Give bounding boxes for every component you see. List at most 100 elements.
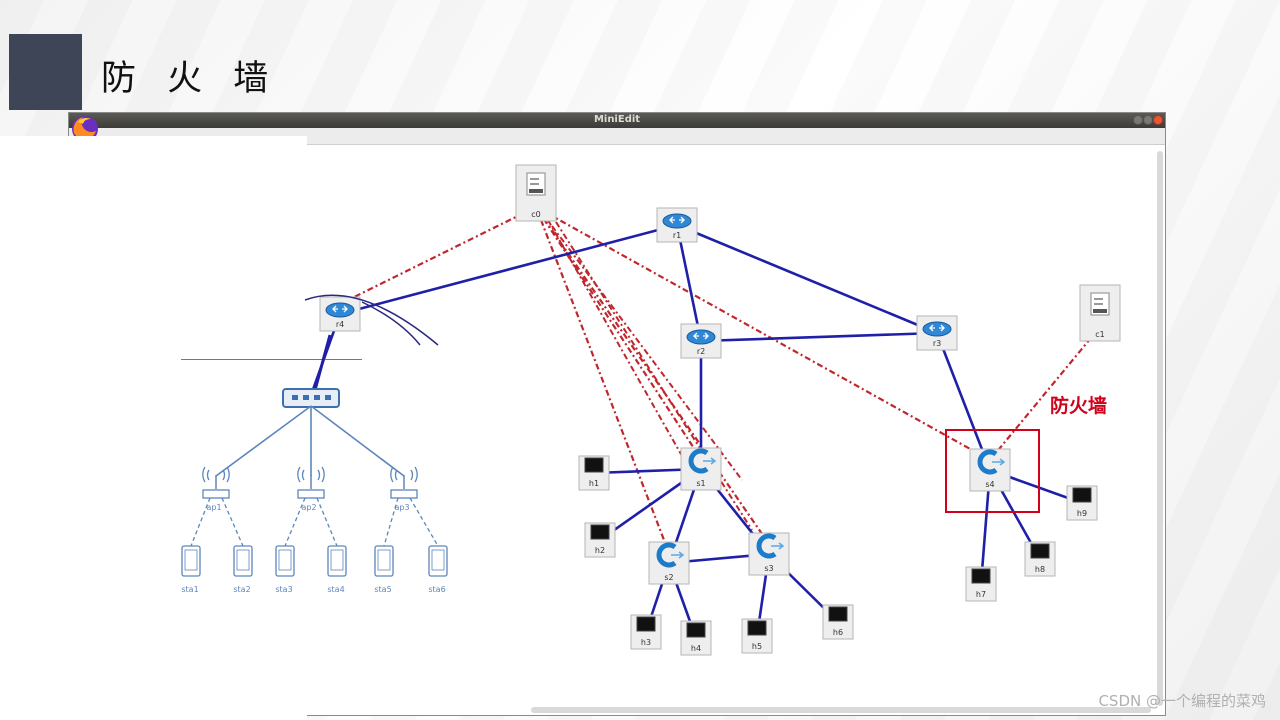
horizontal-scrollbar[interactable]: [531, 707, 1151, 713]
node-label: h6: [833, 628, 843, 637]
link-r4-r1[interactable]: [339, 223, 678, 316]
minimize-icon[interactable]: [1133, 115, 1143, 125]
window-titlebar[interactable]: MiniEdit: [69, 113, 1165, 128]
node-c1[interactable]: c1: [1079, 284, 1121, 342]
station-link: [409, 497, 439, 547]
node-label: r2: [697, 347, 705, 356]
radio-arc: [304, 294, 439, 346]
station-link: [316, 497, 338, 547]
node-h6[interactable]: h6: [822, 604, 854, 640]
vertical-scrollbar[interactable]: [1157, 151, 1163, 706]
ap-label: ap3: [394, 503, 409, 512]
node-s2[interactable]: s2: [648, 541, 690, 585]
access-point-ap1[interactable]: ap1: [202, 466, 230, 512]
control-link-c1-s4[interactable]: [989, 326, 1101, 461]
station-link: [383, 497, 399, 547]
node-label: h9: [1077, 509, 1087, 518]
title-accent-block: [9, 34, 82, 110]
station-label: sta3: [275, 585, 292, 594]
node-r1[interactable]: r1: [656, 207, 698, 243]
node-label: h5: [752, 642, 762, 651]
node-label: h4: [691, 644, 701, 653]
node-label: h7: [976, 590, 986, 599]
router-icon: [686, 329, 716, 345]
menu-bar: [69, 128, 1165, 145]
terminal-icon: [590, 524, 610, 540]
phone-icon: [233, 545, 253, 577]
terminal-icon: [828, 606, 848, 622]
node-h8[interactable]: h8: [1024, 541, 1056, 577]
node-label: s1: [696, 479, 705, 488]
control-link-c0-s4[interactable]: [535, 206, 991, 461]
node-h2[interactable]: h2: [584, 522, 616, 558]
node-r2[interactable]: r2: [680, 323, 722, 359]
phone-icon: [181, 545, 201, 577]
access-point-ap2[interactable]: ap2: [297, 466, 325, 512]
slide-title: 防 火 墙: [101, 59, 279, 99]
control-link-c0-r4[interactable]: [339, 206, 537, 305]
switch-icon: [688, 448, 709, 474]
link-r3-s4[interactable]: [935, 332, 992, 471]
node-r4[interactable]: r4: [319, 296, 361, 332]
firefox-icon[interactable]: [69, 113, 101, 145]
link-r4-hub: [313, 334, 332, 391]
node-label: s3: [764, 564, 773, 573]
close-icon[interactable]: [1153, 115, 1163, 125]
node-h3[interactable]: h3: [630, 614, 662, 650]
node-c0[interactable]: c0: [515, 164, 557, 222]
node-label: r3: [933, 339, 941, 348]
control-link-c0-s3[interactable]: [535, 206, 770, 545]
node-h1[interactable]: h1: [578, 455, 610, 491]
node-label: s2: [664, 573, 673, 582]
node-label: s4: [985, 480, 994, 489]
link-r1-r3[interactable]: [676, 223, 938, 335]
ap-label: ap1: [206, 503, 221, 512]
node-r3[interactable]: r3: [916, 315, 958, 351]
station-link: [190, 497, 211, 547]
firewall-highlight-box: [945, 429, 1040, 513]
wireless-panel: [0, 136, 307, 720]
station-label: sta6: [428, 585, 445, 594]
station-label: sta2: [233, 585, 250, 594]
panel-divider: [181, 359, 362, 360]
station-sta2[interactable]: sta2: [233, 545, 253, 594]
terminal-icon: [584, 457, 604, 473]
node-h7[interactable]: h7: [965, 566, 997, 602]
node-label: h1: [589, 479, 599, 488]
window-title: MiniEdit: [593, 114, 641, 125]
station-sta4[interactable]: sta4: [327, 545, 347, 594]
node-h9[interactable]: h9: [1066, 485, 1098, 521]
phone-icon: [275, 545, 295, 577]
node-s4[interactable]: s4: [969, 448, 1011, 492]
control-link-c0-s2[interactable]: [534, 206, 671, 554]
node-s1[interactable]: s1: [680, 447, 722, 491]
control-link-c0-s1[interactable]: [535, 206, 702, 460]
station-link: [221, 497, 244, 547]
maximize-icon[interactable]: [1143, 115, 1153, 125]
station-sta5[interactable]: sta5: [374, 545, 394, 594]
firewall-label: 防火墙: [1050, 395, 1108, 417]
station-sta1[interactable]: sta1: [181, 545, 201, 594]
node-s3[interactable]: s3: [748, 532, 790, 576]
wireless-hub[interactable]: [282, 388, 340, 408]
node-h5[interactable]: h5: [741, 618, 773, 654]
watermark: CSDN @一个编程的菜鸡: [1098, 692, 1266, 710]
link-r2-r3[interactable]: [700, 331, 938, 343]
phone-icon: [428, 545, 448, 577]
station-sta3[interactable]: sta3: [275, 545, 295, 594]
node-label: h3: [641, 638, 651, 647]
node-label: r1: [673, 231, 681, 240]
node-label: c0: [531, 210, 541, 219]
terminal-icon: [686, 622, 706, 638]
access-point-ap3[interactable]: ap3: [390, 466, 418, 512]
station-sta6[interactable]: sta6: [428, 545, 448, 594]
control-link-extra: [547, 219, 691, 471]
terminal-icon: [747, 620, 767, 636]
switch-icon: [756, 533, 777, 559]
node-label: h2: [595, 546, 605, 555]
node-h4[interactable]: h4: [680, 620, 712, 656]
link-r1-r2[interactable]: [675, 224, 703, 342]
control-link-extra: [551, 225, 743, 481]
